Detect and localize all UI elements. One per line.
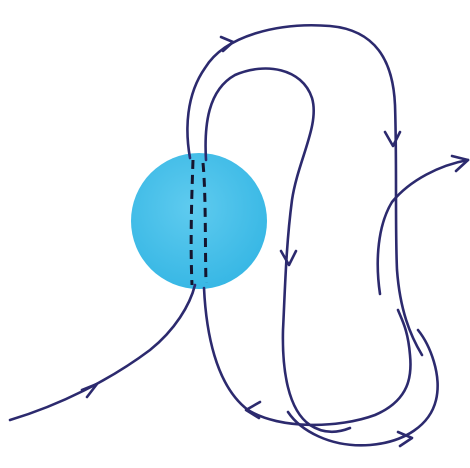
arrow-bottom-right [396, 430, 414, 448]
trajectory-incoming [8, 283, 197, 422]
trajectory-bottom-sweep [286, 328, 439, 447]
trajectory-bottom-loop [376, 158, 470, 296]
hidden-strand-right [201, 162, 208, 284]
arrow-exit [450, 154, 470, 173]
arrow-top-left [219, 35, 235, 53]
sphere [131, 153, 267, 289]
arrow-inner-down [279, 249, 298, 267]
hidden-strand-left [189, 159, 195, 286]
trajectory-lower-loop [202, 286, 412, 427]
arrow-bottom-left [244, 400, 262, 420]
trajectory-outer-loop [186, 24, 424, 357]
trajectory-inner-loop [204, 67, 352, 434]
arrow-right-down [383, 130, 402, 148]
arrow-incoming [80, 382, 99, 399]
